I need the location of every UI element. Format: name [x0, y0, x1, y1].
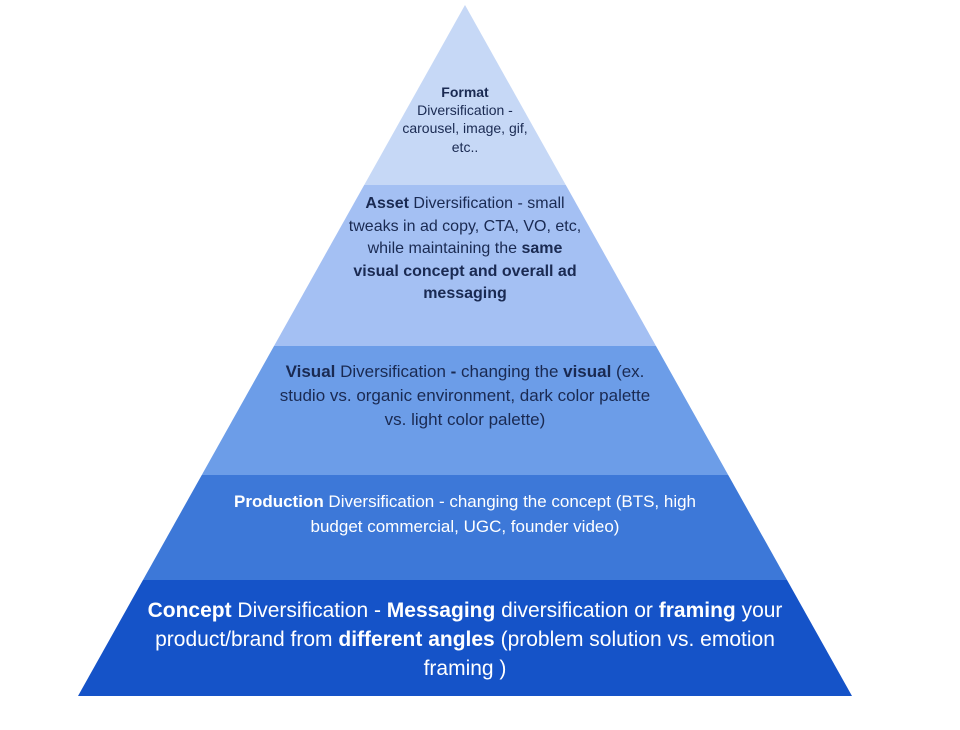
emphasis-text: Production: [233, 492, 324, 511]
emphasis-text: -: [450, 362, 457, 381]
emphasis-text: Concept: [147, 599, 232, 622]
emphasis-text: Asset: [365, 195, 409, 212]
emphasis-text: Visual: [285, 362, 336, 381]
level-production-label: Production Diversification - changing th…: [220, 490, 710, 539]
emphasis-text: Format: [441, 84, 489, 100]
pyramid-level-asset: [274, 185, 656, 346]
body-text: diversification or: [495, 599, 659, 622]
pyramid-level-format: [364, 5, 566, 185]
body-text: Diversification - carousel, image, gif, …: [402, 102, 528, 155]
emphasis-text: Messaging: [386, 599, 496, 622]
level-asset-label: Asset Diversification - small tweaks in …: [345, 193, 585, 306]
emphasis-text: same visual concept and overall ad messa…: [353, 240, 577, 302]
level-visual-label: Visual Diversification - changing the vi…: [270, 360, 660, 432]
body-text: Diversification: [335, 362, 451, 381]
body-text: (ex. studio vs. organic environment, dar…: [279, 362, 651, 429]
body-text: Diversification -: [231, 599, 387, 622]
body-text: changing the: [456, 362, 564, 381]
emphasis-text: visual: [563, 362, 612, 381]
body-text: (problem solution vs. emotion framing ): [423, 628, 775, 680]
emphasis-text: different angles: [338, 628, 495, 651]
pyramid-level-visual: [201, 346, 729, 475]
level-concept-label: Concept Diversification - Messaging dive…: [140, 596, 790, 683]
emphasis-text: framing: [658, 599, 736, 622]
body-text: your product/brand from: [155, 599, 783, 651]
body-text: Diversification - changing the concept (…: [310, 492, 697, 536]
pyramid-level-concept: [78, 580, 852, 696]
pyramid-level-production: [142, 475, 788, 580]
body-text: Diversification - small tweaks in ad cop…: [348, 195, 582, 257]
